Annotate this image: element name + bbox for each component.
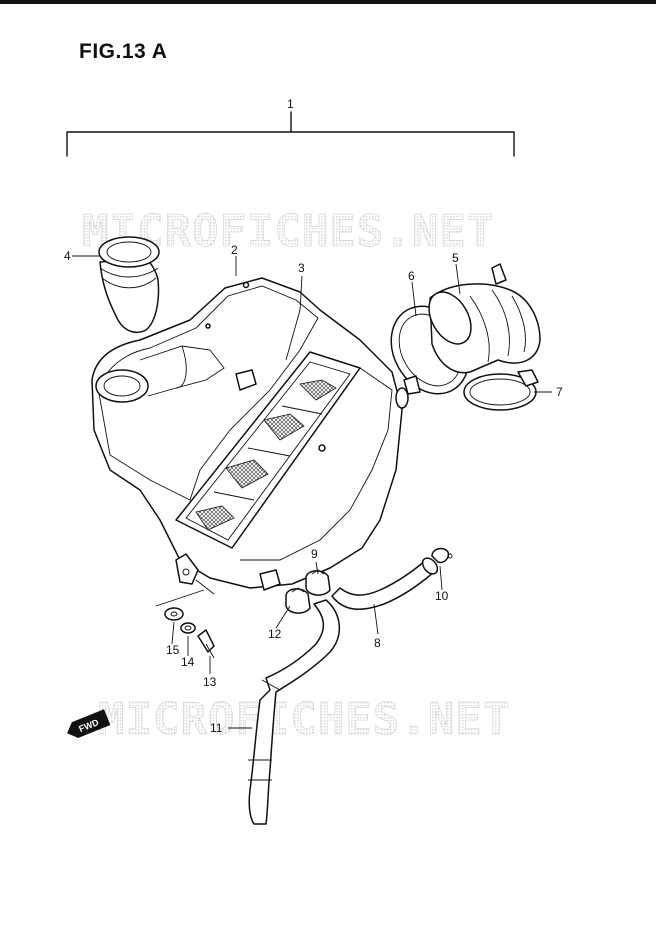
intake-boot-part (428, 263, 541, 374)
callout-12: 12 (268, 627, 282, 641)
washer-14-part (180, 622, 196, 634)
callout-5: 5 (452, 251, 459, 265)
small-clamp-9-part (305, 569, 331, 596)
callout-2: 2 (231, 243, 238, 257)
callout-4: 4 (64, 249, 71, 263)
hose-clamp-part (463, 369, 539, 411)
figure-title: FIG.13 A (79, 40, 168, 63)
fwd-arrow-icon: FWD (67, 709, 111, 738)
small-clamp-12-part (285, 587, 311, 614)
callout-13: 13 (203, 675, 217, 689)
clip-part (431, 547, 453, 564)
callout-8: 8 (374, 636, 381, 650)
drain-hose-part (331, 557, 439, 610)
watermark-bottom: MICROFICHES.NET (98, 694, 510, 745)
intake-funnel-part (98, 236, 160, 334)
assembly-bracket (66, 111, 515, 157)
breather-hose-part (248, 599, 341, 825)
callout-7: 7 (556, 385, 563, 399)
callout-14: 14 (181, 655, 195, 669)
callout-10: 10 (435, 589, 449, 603)
washer-15-part (164, 607, 184, 621)
leader-lines (72, 255, 552, 729)
mounting-guide-line (155, 579, 215, 607)
air-cleaner-box-part (91, 277, 409, 591)
callout-6: 6 (408, 269, 415, 283)
bolt-part (197, 629, 215, 659)
top-border-line (0, 0, 656, 4)
callout-labels: 1 2 3 4 5 6 7 8 9 10 11 12 13 14 15 (64, 97, 563, 735)
callout-3: 3 (298, 261, 305, 275)
callout-9: 9 (311, 547, 318, 561)
callout-1: 1 (287, 97, 294, 111)
callout-15: 15 (166, 643, 180, 657)
callout-11: 11 (210, 721, 223, 735)
watermark-top: MICROFICHES.NET (82, 206, 494, 257)
